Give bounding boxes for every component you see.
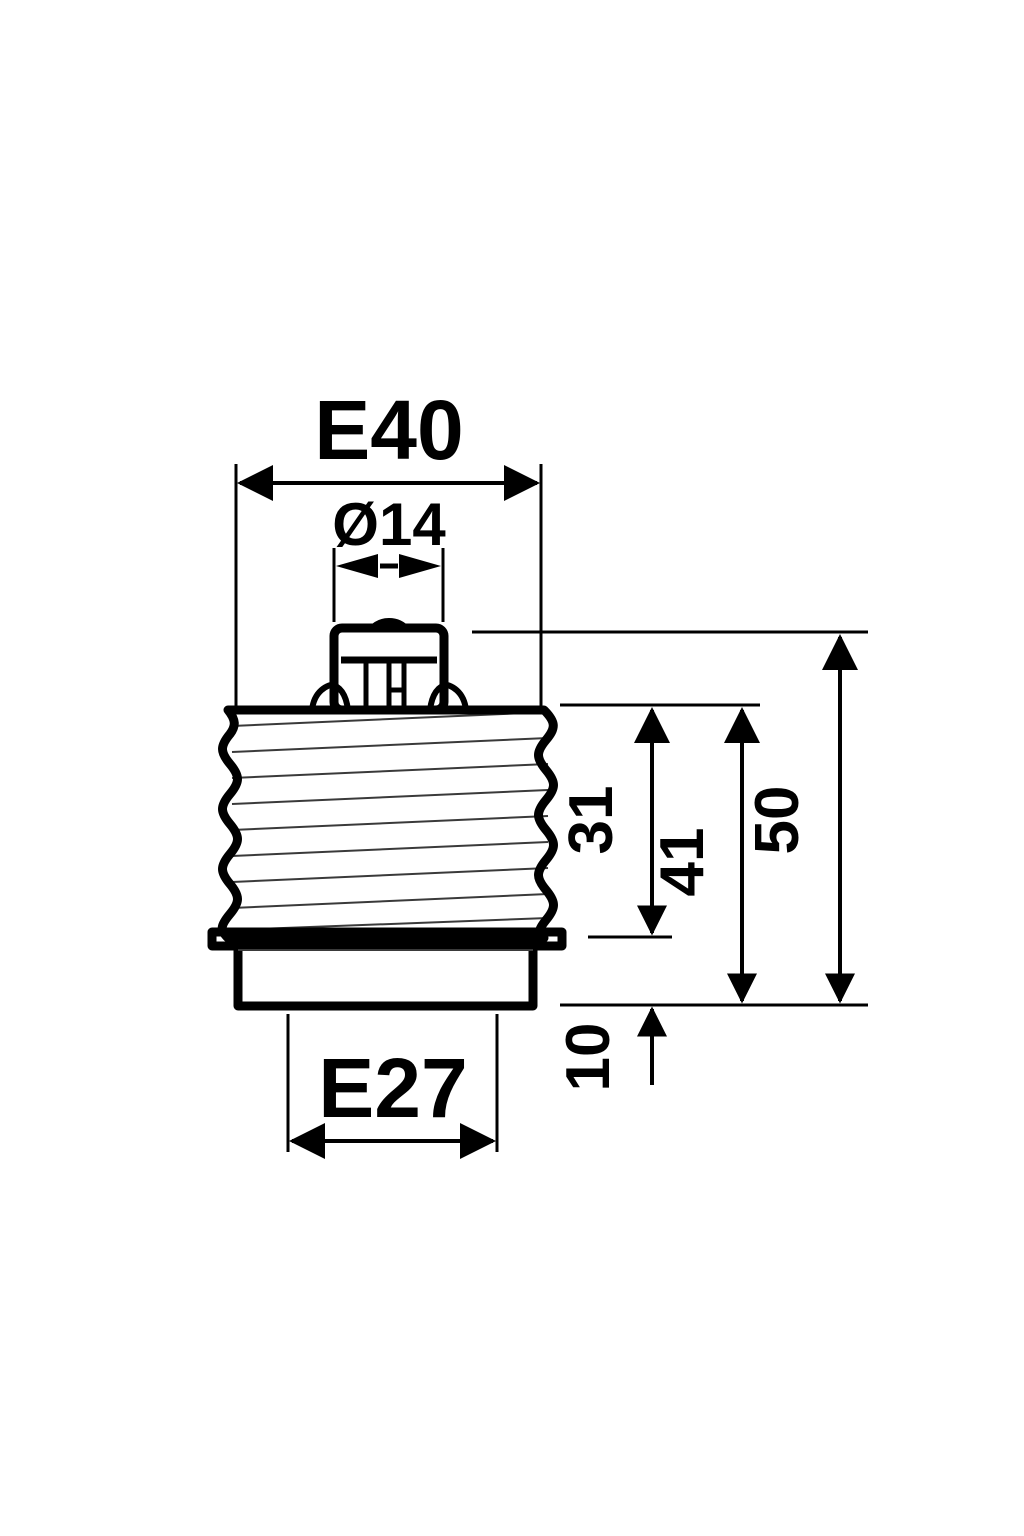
flange-rim [207, 927, 567, 951]
label-diameter-14: Ø14 [332, 491, 446, 558]
label-e27: E27 [318, 1041, 467, 1135]
pin-shoulder-fillets [309, 681, 469, 711]
dimension-labels: E40 Ø14 E27 31 41 50 10 [314, 383, 812, 1135]
label-41: 41 [648, 828, 717, 897]
label-10: 10 [554, 1023, 623, 1092]
dimension-lines [237, 465, 858, 1159]
extension-lines [234, 464, 868, 1152]
e27-skirt-outline [233, 946, 538, 1011]
dim-line-diameter14 [336, 554, 441, 578]
center-contact-pin [329, 618, 449, 715]
part-geometry [207, 618, 567, 1011]
label-50: 50 [743, 786, 812, 855]
label-31: 31 [557, 786, 626, 855]
label-e40: E40 [314, 383, 463, 477]
thread-crest-lines [231, 711, 549, 931]
thread-body-outline [217, 705, 558, 943]
